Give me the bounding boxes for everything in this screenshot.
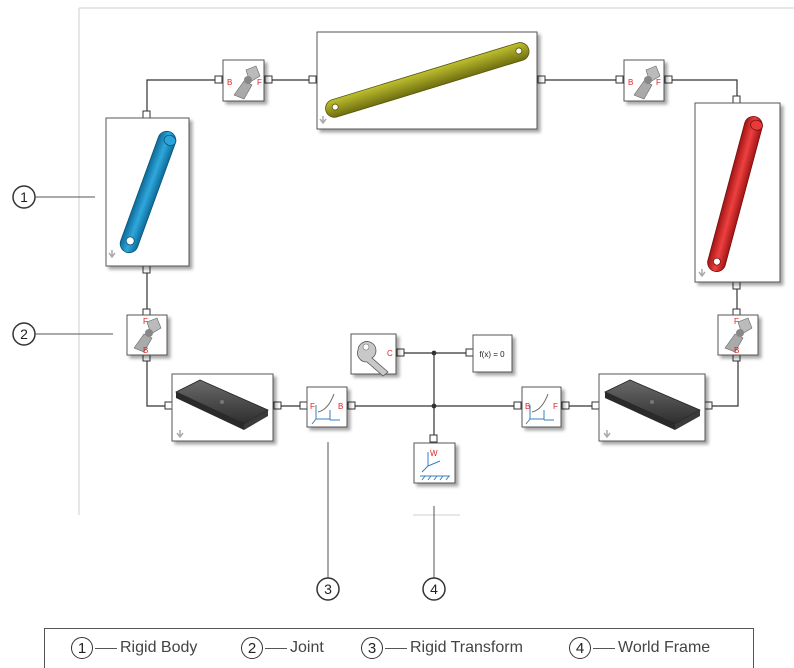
legend-label: Rigid Body [120,639,198,656]
line-blue-to-topleft-joint[interactable] [146,79,223,117]
legend-dash [593,647,615,649]
legend-label: Rigid Transform [410,639,523,656]
legend-number: 4 [569,637,591,659]
port-label-base: B [338,402,343,411]
legend-number: 3 [361,637,383,659]
callout-2: 2 [12,322,113,346]
port-label-follower: F [553,402,558,411]
port-label-follower: F [656,78,661,87]
port-label-follower: F [310,402,315,411]
line-topright-joint-to-red[interactable] [664,79,738,102]
port-label-base: B [143,346,148,355]
rigid-transform-right[interactable]: B F [521,386,562,428]
callout-3: 3 [316,442,340,601]
legend-dash [95,647,117,649]
blue-link-image [119,130,177,254]
rigid-body-olive-link[interactable] [316,31,538,130]
callout-number: 4 [430,581,438,597]
rigid-body-right-plate[interactable] [598,373,706,442]
legend-item-joint: 2 Joint [241,637,324,659]
rigid-body-red-link[interactable] [694,102,781,283]
port-label-follower: F [734,317,739,326]
world-frame-block[interactable]: W [413,442,456,484]
rigid-transform-left[interactable]: F B [306,386,348,428]
legend-item-rigid-body: 1 Rigid Body [71,637,197,659]
gravity-arrow-icon [698,269,706,278]
port-label-base: B [734,346,739,355]
world-frame-icon [420,452,450,481]
legend-label: World Frame [618,639,711,656]
joint-right[interactable]: F B [717,314,759,356]
joint-left[interactable]: F B [126,314,168,356]
callout-1: 1 [12,185,95,209]
callout-number: 1 [20,189,28,205]
callout-number: 3 [324,581,332,597]
revolute-joint-icon [133,317,162,353]
callout-number: 2 [20,326,28,342]
junction-dot-bottom [431,403,437,409]
constraint-label: f(x) = 0 [479,350,505,359]
legend-number: 1 [71,637,93,659]
revolute-joint-icon [233,65,261,100]
rigid-body-left-plate[interactable] [171,373,274,442]
rigid-transform-icon [311,393,340,425]
gravity-arrow-icon [176,430,184,439]
legend-item-rigid-transform: 3 Rigid Transform [361,637,523,659]
revolute-joint-icon [633,65,661,100]
gravity-arrow-icon [319,116,327,125]
right-plate-image [604,379,701,430]
olive-link-image [325,42,530,118]
port-label-world: W [430,449,438,458]
port-label-base: B [227,78,232,87]
left-plate-image [175,379,269,430]
port-label-follower: F [143,317,148,326]
revolute-joint-icon [724,317,753,353]
legend-dash [265,647,287,649]
port-label-base: B [525,402,530,411]
joint-top-right[interactable]: B F [623,59,665,102]
port-label-follower: F [257,78,262,87]
joint-top-left[interactable]: B F [222,59,265,102]
rigid-body-blue-link[interactable] [105,117,190,267]
mechanism-configuration-block[interactable]: C [350,333,397,377]
legend-item-world-frame: 4 World Frame [569,637,710,659]
wrench-icon [357,341,389,377]
legend: 1 Rigid Body 2 Joint 3 Rigid Transform 4… [44,628,754,668]
rigid-transform-icon [525,393,554,425]
junction-dot-top [431,350,437,356]
solver-configuration-block[interactable]: f(x) = 0 [472,334,513,373]
line-right-plate-to-right-joint[interactable] [704,356,739,407]
legend-number: 2 [241,637,263,659]
line-left-joint-to-left-plate[interactable] [146,356,173,407]
port-label-config: C [387,349,393,358]
callout-4: 4 [422,506,446,601]
legend-label: Joint [290,639,324,656]
port-label-base: B [628,78,633,87]
gravity-arrow-icon [108,250,116,259]
gravity-arrow-icon [603,430,611,439]
legend-dash [385,647,407,649]
red-link-image [707,116,763,272]
